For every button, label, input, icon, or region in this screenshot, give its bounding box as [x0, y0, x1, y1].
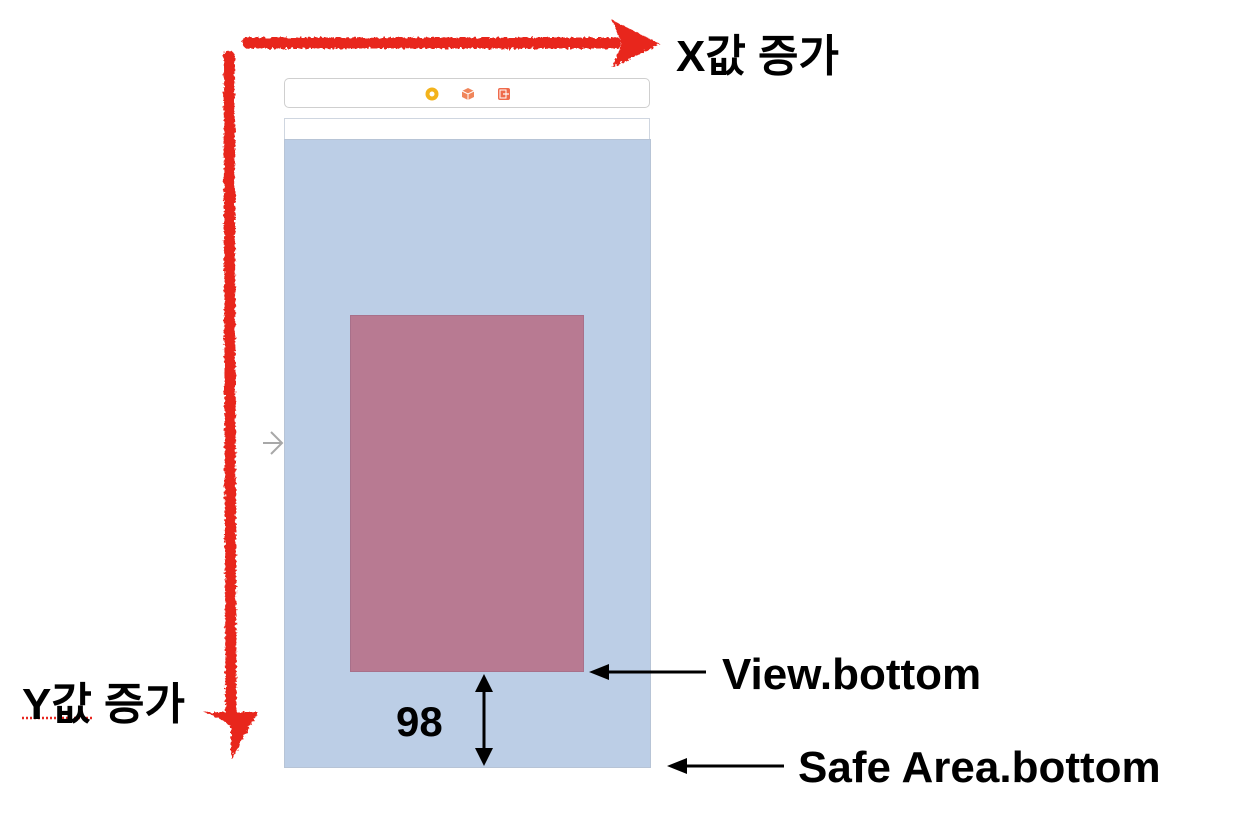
distance-value-label: 98 [396, 698, 443, 745]
distance-double-arrow [475, 674, 493, 766]
x-axis-arrow [242, 20, 660, 68]
scene-dock [284, 78, 650, 108]
subview[interactable] [350, 315, 584, 672]
entry-point-arrow-icon[interactable] [263, 431, 284, 455]
status-bar-area [284, 118, 650, 140]
view-bottom-label: View.bottom [722, 650, 982, 699]
view-controller-icon[interactable] [425, 87, 439, 101]
safe-area-bottom-label: Safe Area.bottom [798, 743, 1161, 792]
y-axis-label: Y값 증가 [22, 680, 186, 729]
safe-area-bottom-pointer-arrow [667, 758, 784, 774]
y-axis-arrow [204, 50, 258, 760]
view-bottom-pointer-arrow [589, 664, 706, 680]
exit-icon[interactable] [497, 87, 511, 101]
first-responder-icon[interactable] [461, 87, 475, 101]
x-axis-label: X값 증가 [676, 32, 840, 81]
